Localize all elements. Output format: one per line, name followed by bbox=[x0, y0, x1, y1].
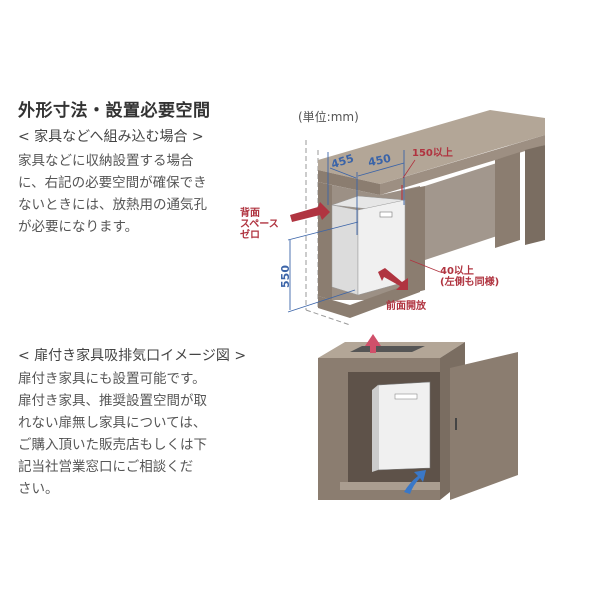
front-open-arrow bbox=[378, 268, 408, 290]
text-line: スペース bbox=[240, 219, 279, 230]
text-line: ないときには、放熱用の通気孔 bbox=[18, 197, 207, 213]
page-title: 外形寸法・設置必要空間 bbox=[18, 101, 211, 121]
text-line: 家具などに収納設置する場合 bbox=[18, 153, 194, 169]
back-space-arrow bbox=[290, 202, 330, 222]
unit-label: (単位:mm) bbox=[298, 110, 359, 124]
intake-arrow bbox=[404, 470, 426, 494]
text-line: さい。 bbox=[18, 481, 59, 497]
section-subtitle-door: < 扉付き家具吸排気口イメージ図 > bbox=[18, 348, 247, 364]
dimension-lines bbox=[287, 150, 405, 313]
text-line: ご購入頂いた販売店もしくは下 bbox=[18, 437, 207, 453]
text-line: 扉付き家具、推奨設置空間が取 bbox=[18, 393, 207, 409]
text-line: れない扉無し家具については、 bbox=[18, 415, 207, 431]
text-line: 40以上 bbox=[440, 266, 474, 277]
desk-top bbox=[318, 110, 545, 184]
section-subtitle-builtin: < 家具などへ組み込む場合 > bbox=[18, 129, 204, 145]
text-line: に、右記の必要空間が確保でき bbox=[18, 175, 207, 191]
exhaust-arrow bbox=[365, 334, 381, 353]
side-clearance-label: 40以上 (左側も同様) bbox=[440, 266, 499, 288]
door-description: 扉付き家具にも設置可能です。 扉付き家具、推奨設置空間が取 れない扉無し家具につ… bbox=[18, 368, 207, 500]
text-line: 記当社営業窓口にご相談くだ bbox=[18, 459, 194, 475]
text-line: ゼロ bbox=[240, 230, 260, 241]
desk-left-panel bbox=[318, 182, 332, 300]
text-line: (左側も同様) bbox=[440, 277, 500, 288]
text-line: が必要になります。 bbox=[18, 219, 139, 235]
text-line: 扉付き家具にも設置可能です。 bbox=[18, 371, 206, 387]
desk-base bbox=[318, 280, 420, 318]
back-space-label: 背面 スペース ゼロ bbox=[240, 208, 279, 241]
top-clearance-label: 150以上 bbox=[412, 148, 453, 159]
door-furniture-diagram bbox=[318, 334, 518, 500]
builtin-description: 家具などに収納設置する場合 に、右記の必要空間が確保でき ないときには、放熱用の… bbox=[18, 150, 207, 238]
builtin-furniture-diagram bbox=[287, 110, 545, 326]
height-dimension: 550 bbox=[278, 265, 292, 288]
text-line: 背面 bbox=[240, 208, 260, 219]
cabinet-door bbox=[450, 352, 518, 500]
front-open-label: 前面開放 bbox=[386, 301, 426, 312]
